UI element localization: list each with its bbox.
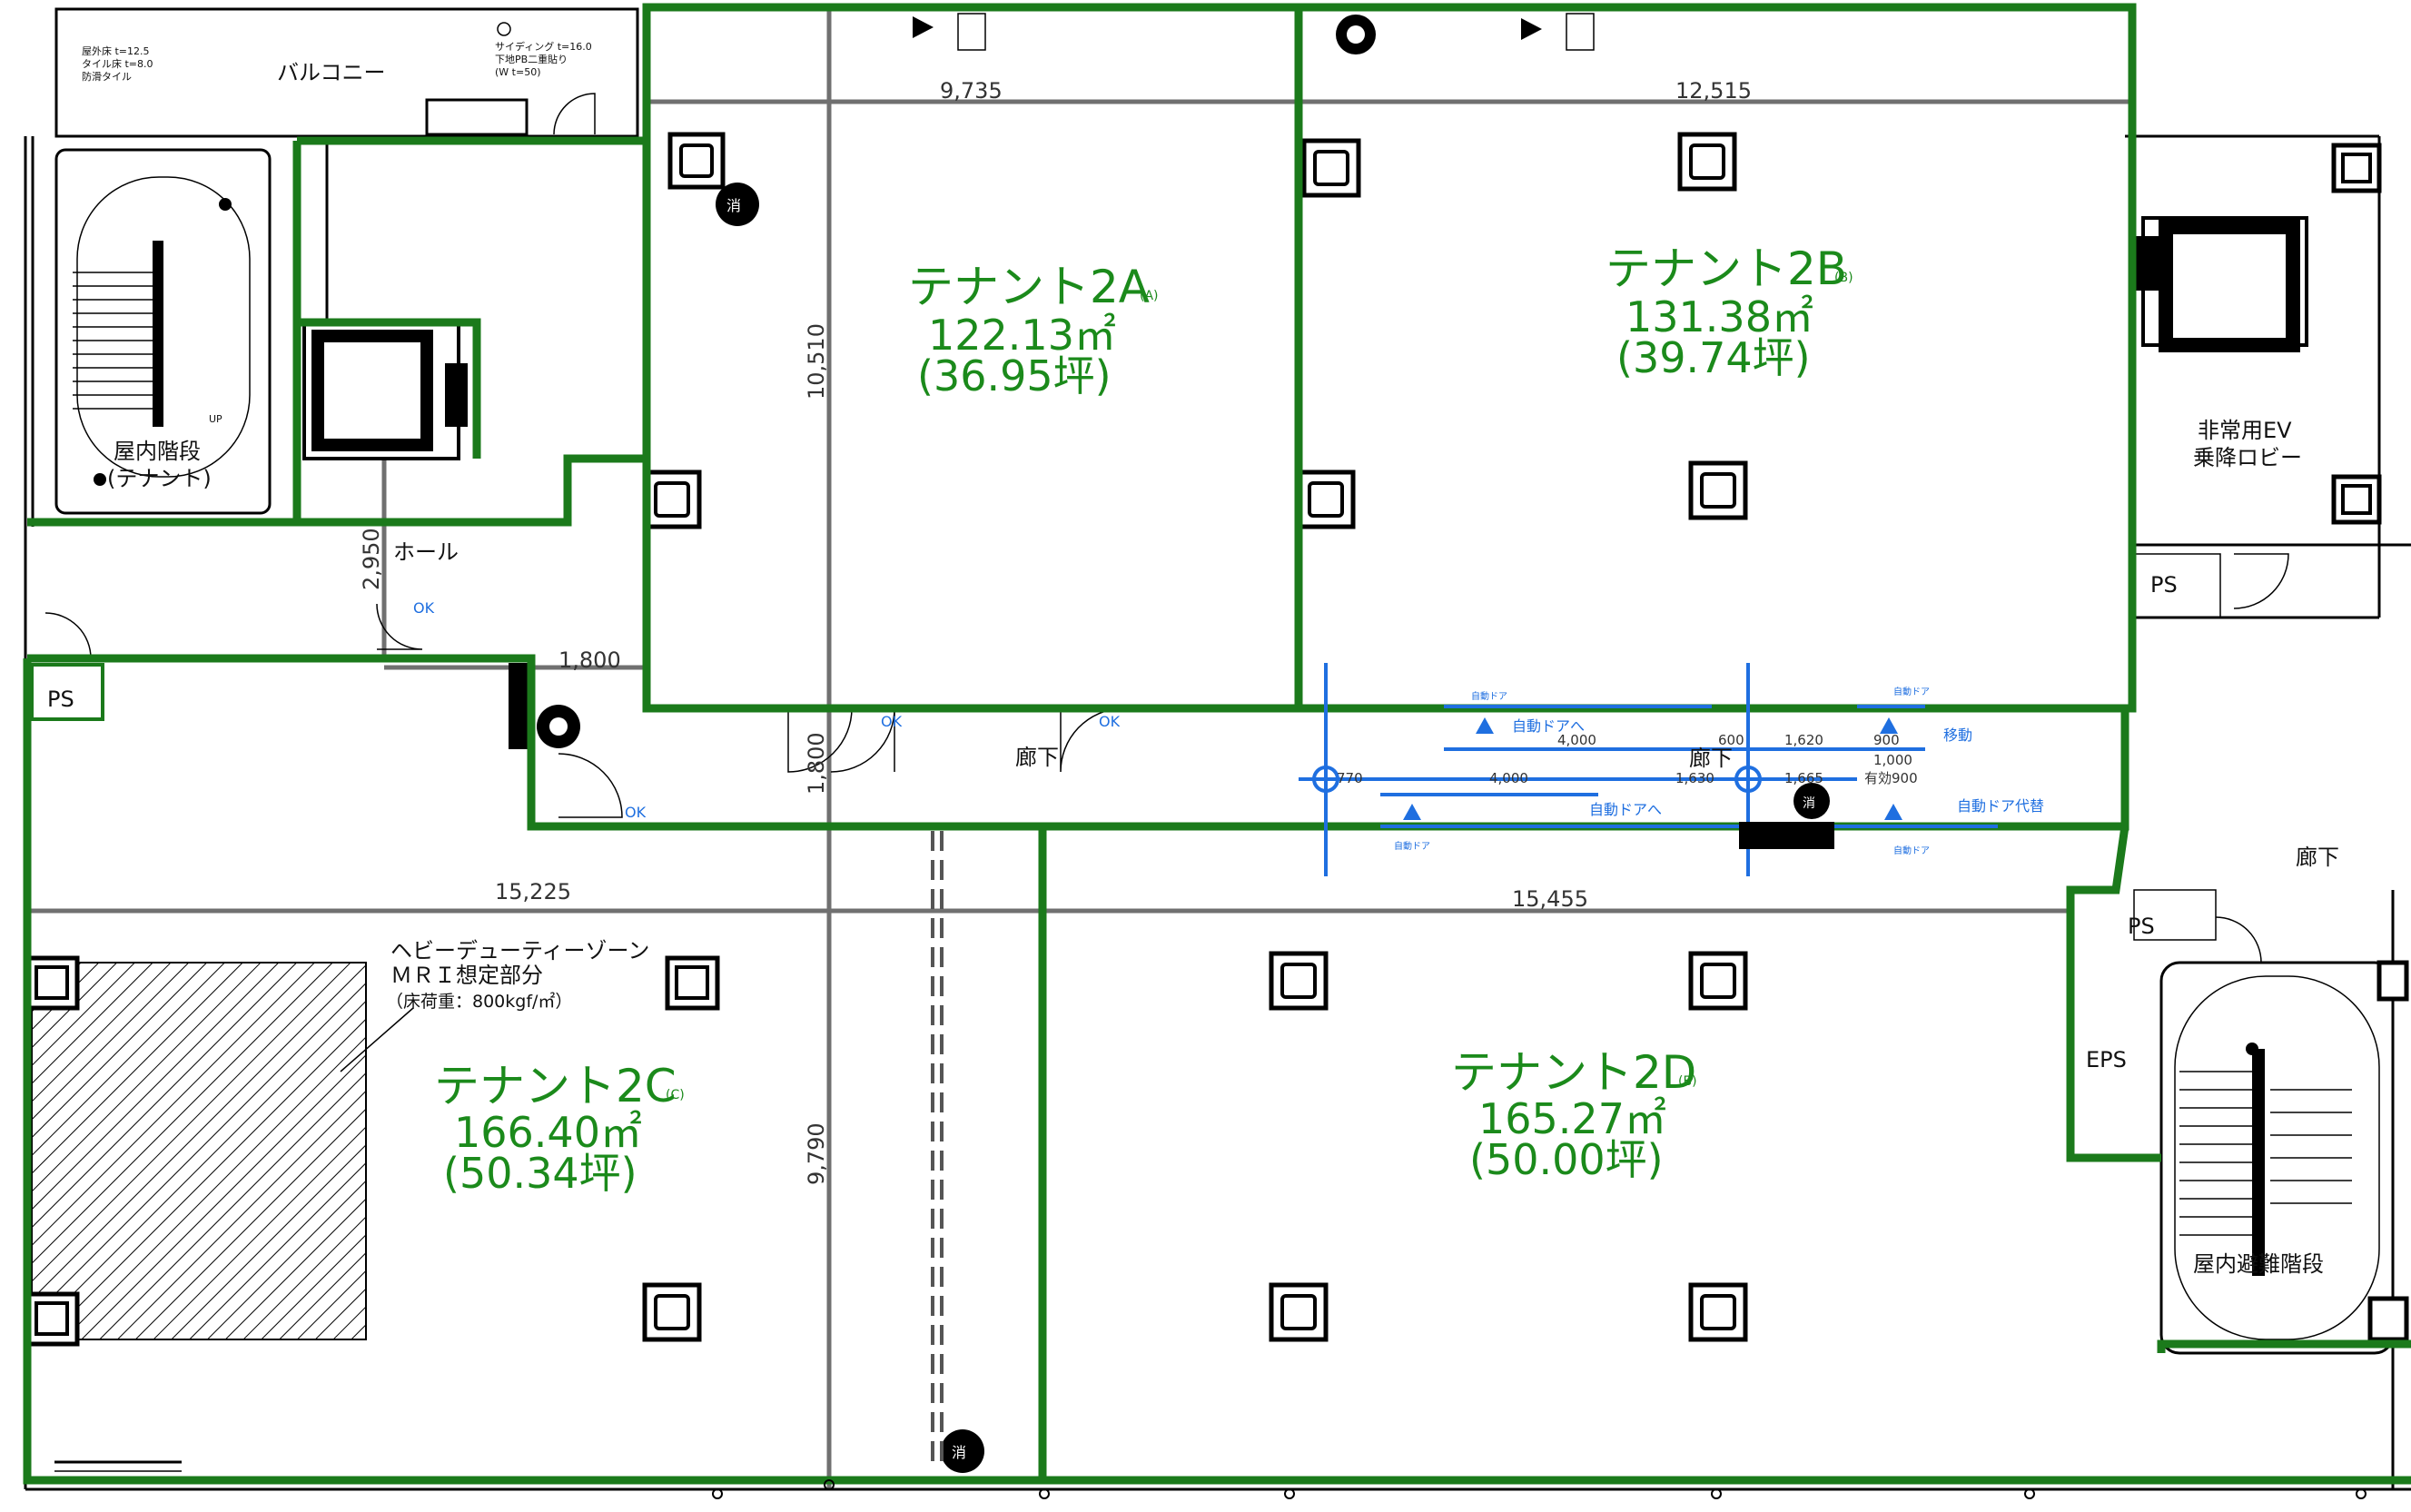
tenant-2a-mark: (A) xyxy=(1140,289,1159,303)
elevator-left xyxy=(302,321,468,460)
elevator-right: 非常用EV 乗降ロビー xyxy=(2136,216,2308,470)
blue-dim: 有効900 xyxy=(1864,770,1918,786)
dim-mid-right: 15,455 xyxy=(1512,886,1588,912)
dim-hall-width: 1,800 xyxy=(558,647,621,673)
tenant-2c: テナント2C (C) 166.40㎡ (50.34坪) xyxy=(434,1060,685,1198)
ok-mark: OK xyxy=(413,599,435,617)
tenant-2a-tsubo: (36.95坪) xyxy=(917,351,1112,400)
dim-vertical-lower: 9,790 xyxy=(804,1122,829,1185)
ev-lobby-label: 非常用EV xyxy=(2198,418,2292,443)
tenant-2d-mark: (B) xyxy=(1678,1074,1697,1089)
blue-dim: 900 xyxy=(1873,732,1900,748)
tenant-2a: テナント2A (A) 122.13㎡ (36.95坪) xyxy=(908,261,1159,400)
heavy-zone-sublabel: ＭＲＩ想定部分 xyxy=(390,963,543,988)
balcony: バルコニー 屋外床 t=12.5 タイル床 t=8.0 防滑タイル サイディング… xyxy=(82,22,596,136)
tenant-boundaries xyxy=(23,3,2411,1485)
tenant-2a-area: 122.13㎡ xyxy=(928,311,1116,360)
dim-top-right: 12,515 xyxy=(1675,78,1752,104)
balcony-note: タイル床 t=8.0 xyxy=(82,57,153,70)
ok-mark: OK xyxy=(1099,713,1121,730)
tenant-2b-name: テナント2B xyxy=(1606,242,1847,295)
tenant-2b-tsubo: (39.74坪) xyxy=(1616,333,1811,382)
tenant-2b-mark: (B) xyxy=(1834,271,1853,285)
tenant-2c-name: テナント2C xyxy=(434,1060,677,1112)
dimensions: 9,735 12,515 15,225 15,455 1,800 10,510 … xyxy=(359,78,1752,1185)
stair-left-label: 屋内階段 xyxy=(114,439,201,464)
balcony-label: バルコニー xyxy=(277,60,386,85)
blue-note: 自動ドア xyxy=(1471,690,1507,702)
balcony-note: 屋外床 t=12.5 xyxy=(82,44,150,57)
blue-note: 自動ドア xyxy=(1394,840,1430,852)
tenant-2c-tsubo: (50.34坪) xyxy=(443,1149,637,1198)
dim-corridor-height: 1,800 xyxy=(804,732,829,795)
stair-left-sublabel: (テナント) xyxy=(107,466,212,491)
blue-note: 移動 xyxy=(1943,726,1972,744)
columns xyxy=(25,132,2409,1347)
tenant-2d-name: テナント2D xyxy=(1451,1046,1696,1099)
corridor-label: 廊下 xyxy=(2296,845,2339,870)
hydrant-mark: 消 xyxy=(726,197,741,214)
tenant-2c-mark: (C) xyxy=(666,1088,685,1102)
tenant-2d-tsubo: (50.00坪) xyxy=(1469,1135,1664,1184)
ev-lobby-sublabel: 乗降ロビー xyxy=(2193,445,2302,470)
blue-note: 自動ドアへ xyxy=(1589,801,1662,818)
ps-label: PS xyxy=(47,687,74,712)
stair-right: 屋内避難階段 xyxy=(2159,961,2395,1355)
blue-dim: 600 xyxy=(1718,732,1744,748)
tenant-2a-name: テナント2A xyxy=(908,261,1150,313)
stair-right-label: 屋内避難階段 xyxy=(2193,1251,2324,1277)
blue-dim: 1,630 xyxy=(1675,770,1714,786)
blue-dim: 770 xyxy=(1337,770,1363,786)
blue-dim: 1,000 xyxy=(1873,752,1912,768)
ok-mark: OK xyxy=(881,713,903,730)
ok-mark: OK xyxy=(625,804,647,821)
corridor-label: 廊下 xyxy=(1015,745,1059,770)
stair-left: UP 屋内階段 (テナント) xyxy=(54,148,272,515)
hydrant-mark: 消 xyxy=(952,1444,966,1461)
blue-dim: 4,000 xyxy=(1489,770,1528,786)
blue-dim: 1,620 xyxy=(1784,732,1823,748)
tenant-2d-area: 165.27㎡ xyxy=(1478,1094,1666,1143)
heavy-zone-load: （床荷重：800kgf/㎡） xyxy=(386,991,572,1012)
balcony-note: サイディング t=16.0 xyxy=(495,40,592,53)
tenant-2c-area: 166.40㎡ xyxy=(454,1108,642,1157)
blue-note: 自動ドア代替 xyxy=(1957,797,2044,815)
bottom-markers xyxy=(712,1479,2367,1499)
dim-top-left: 9,735 xyxy=(940,78,1003,104)
dim-mid-left: 15,225 xyxy=(495,879,571,904)
fire-hydrants: 消 消 消 xyxy=(537,13,1830,1473)
tenant-2b-area: 131.38㎡ xyxy=(1625,292,1813,341)
blue-note: 自動ドア xyxy=(1893,686,1930,697)
eps-label: EPS xyxy=(2086,1047,2127,1072)
blue-note: 自動ドアへ xyxy=(1512,717,1585,735)
dim-hall-height: 2,950 xyxy=(359,528,384,590)
tenant-2b: テナント2B (B) 131.38㎡ (39.74坪) xyxy=(1606,242,1853,382)
balcony-note: (W t=50) xyxy=(495,66,540,78)
blue-dim: 1,665 xyxy=(1784,770,1823,786)
dim-vertical-upper: 10,510 xyxy=(804,323,829,400)
heavy-duty-zone: ヘビーデューティーゾーン ＭＲＩ想定部分 （床荷重：800kgf/㎡） xyxy=(31,938,649,1340)
heavy-zone-label: ヘビーデューティーゾーン xyxy=(390,938,649,964)
grid-lines xyxy=(25,9,2132,1489)
hydrant-mark: 消 xyxy=(1803,796,1815,811)
hall-label: ホール xyxy=(393,539,459,565)
stair-up-label: UP xyxy=(209,413,222,425)
doors xyxy=(44,553,2289,964)
balcony-note: 防滑タイル xyxy=(82,70,132,83)
ps-label: PS xyxy=(2150,572,2178,598)
balcony-note: 下地PB二重貼り xyxy=(495,53,568,65)
blue-note: 自動ドア xyxy=(1893,845,1930,856)
tenant-2d: テナント2D (B) 165.27㎡ (50.00坪) xyxy=(1451,1046,1697,1184)
ps-label: PS xyxy=(2128,914,2155,939)
corridor-label: 廊下 xyxy=(1689,746,1733,771)
blue-dim: 4,000 xyxy=(1557,732,1596,748)
